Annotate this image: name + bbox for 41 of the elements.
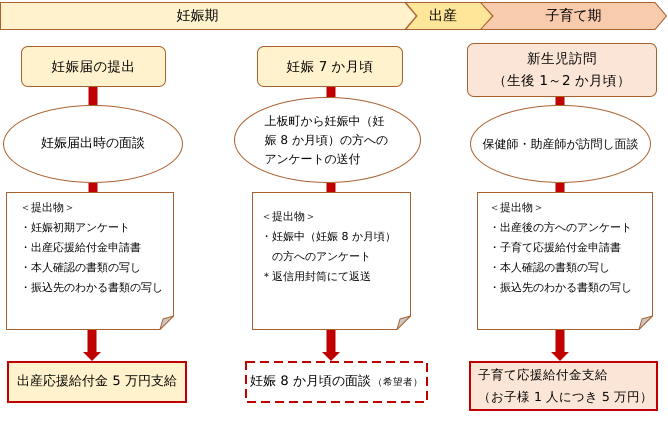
box-label: 子育て応援給付金支給 [478,366,608,384]
step-ellipse: 保健師・助産師が訪問し面談 [470,105,651,183]
step-box: 妊娠 7 か月頃 [257,46,403,87]
arrow [83,330,101,361]
box-subtext: （生後 1～2 か月頃） [493,72,631,91]
list-item: ・本人確認の書類の写し [489,260,611,276]
step-ellipse: 上板町から妊娠中（妊娠 8 か月頃）の方へのアンケートの送付 [234,97,421,183]
list-item: ・妊娠初期アンケート [20,220,131,236]
connector [88,183,98,192]
list-heading: ＜提出物＞ [261,209,316,225]
arrow [322,330,340,361]
step-box [467,43,657,97]
box-subtext: （お子様 1 人につき 5 万円） [478,388,653,406]
list-item: ・子育て応援給付金申請書 [489,240,622,256]
list-item: ・振込先のわかる書類の写し [20,280,164,296]
step-ellipse: 妊娠届出時の面談 [3,105,183,183]
result-box: 出産応援給付金 5 万円支給 [7,361,187,403]
box-label: 新生児訪問 [527,50,597,69]
connector [88,87,98,105]
list-item: ・出産応援給付金申請書 [20,240,142,256]
dashed-box [245,361,428,403]
list-item: ・本人確認の書類の写し [20,260,142,276]
box-label: 妊娠 8 か月頃の面談 [250,373,371,391]
document-note [6,192,174,330]
list-item: ・出産後の方へのアンケート [489,220,633,236]
list-heading: ＜提出物＞ [489,200,544,216]
document-note [477,192,653,330]
list-item: ・妊娠中（妊娠 8 か月頃）の方へのアンケート [261,229,397,265]
connector [556,183,564,192]
list-item: ＊返信用封筒にて返送 [261,269,372,285]
list-item: ・振込先のわかる書類の写し [489,280,633,296]
result-box [469,361,658,411]
box-subtext: （希望者） [372,376,423,390]
connector [556,97,564,105]
phase-band: 子育て期 [480,2,667,30]
document-note [252,192,411,330]
phase-band: 妊娠期 [0,2,417,30]
list-heading: ＜提出物＞ [20,200,75,216]
step-box: 妊娠届の提出 [21,46,166,87]
arrow [551,330,569,361]
connector [326,87,336,98]
